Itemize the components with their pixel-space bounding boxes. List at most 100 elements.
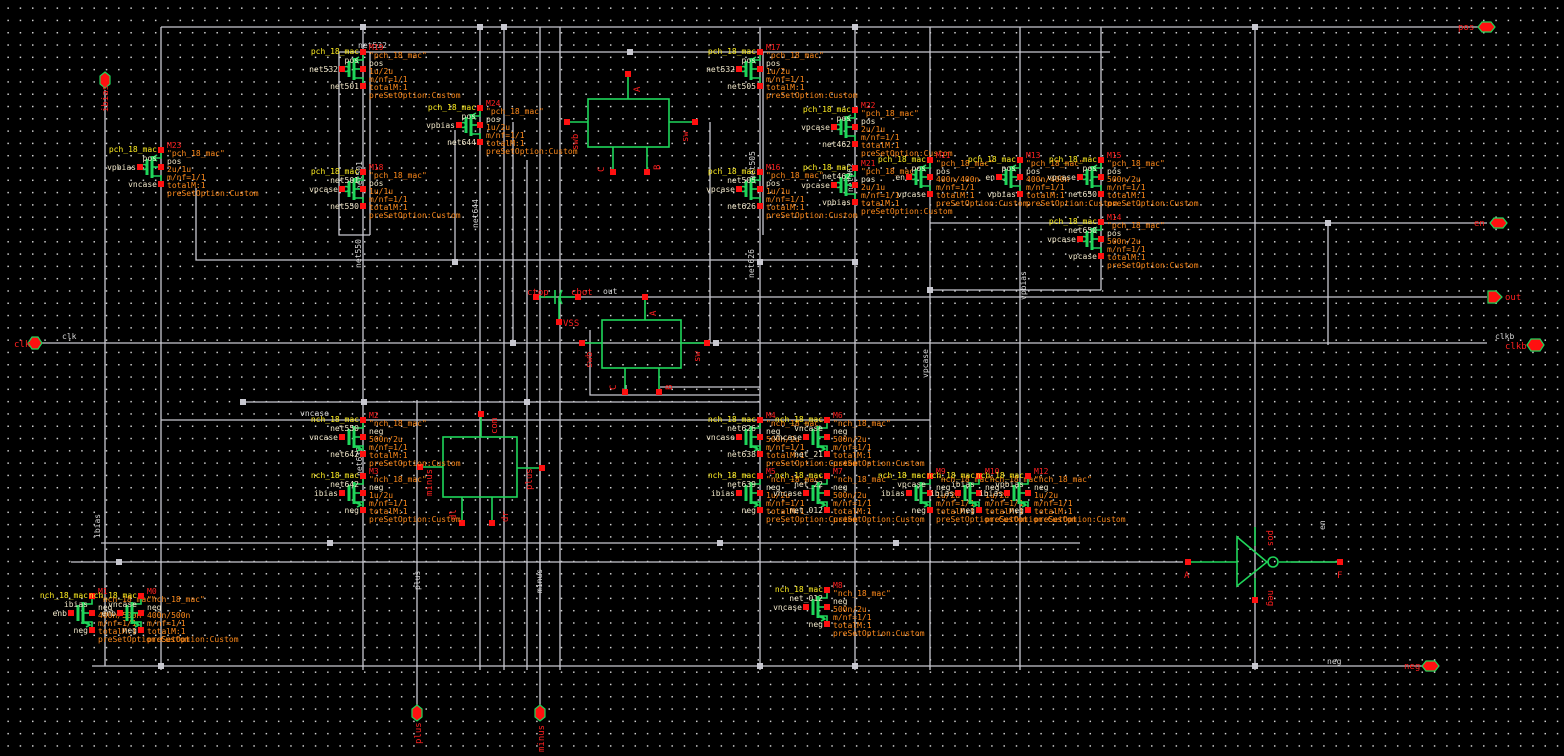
transistor-m2[interactable]: nch_18_macnet550vncasenet642M2"nch_18_ma… <box>309 411 461 468</box>
net-label-net626: net626 <box>747 249 756 278</box>
preset-option: preSetOption:Custom <box>369 459 461 468</box>
terminal-gate: en <box>985 173 995 182</box>
transistor-m17[interactable]: pch_18_macposnet532net505M17"pch_18_mac"… <box>706 43 858 100</box>
cell-name: pch_18_mac <box>1049 217 1097 226</box>
terminal-drain: neg <box>74 626 89 635</box>
transistor-m0[interactable]: nch_18_macvncaseenbnegM0"nch_18_mac"neg4… <box>89 587 239 644</box>
preset-option: preSetOption:Custom <box>861 149 953 158</box>
transistor-m16[interactable]: pch_18_macnet505vpcasenet626M16"pch_18_m… <box>706 163 858 220</box>
transistor-m12[interactable]: nch_18_macvpbiasibiasnegM12"nch_18_mac"n… <box>976 467 1126 524</box>
net-label-net644: net644 <box>471 199 480 228</box>
transistor-m5[interactable]: nch_18_macnet639ibiasnegM5"nch_18_mac"ne… <box>708 467 858 524</box>
transistor-m15[interactable]: pch_18_macposvpcasenet650M15"pch_18_mac"… <box>1047 151 1199 208</box>
terminal-drain: net505 <box>727 82 756 91</box>
width-length: 1u/2u <box>985 491 1009 500</box>
instance-name: M17 <box>766 43 781 52</box>
transistor-m13[interactable]: pch_18_macposenvpbiasM13"pch_18_mac"pos4… <box>968 151 1118 208</box>
model-name: "pch_18_mac" <box>369 171 427 180</box>
model-name: "nch_18_mac" <box>147 595 205 604</box>
model-name: "nch_18_mac" <box>936 475 994 484</box>
terminal-source: pos <box>143 154 158 163</box>
transistor-m18[interactable]: pch_18_macnet501vpcasenet550M18"pch_18_m… <box>309 163 461 220</box>
multiplier: m/nf=1/1 <box>1034 499 1073 508</box>
transistor-m6[interactable]: nch_18_macvncasevncasenet_21M6"nch_18_ma… <box>773 411 925 468</box>
switch-top[interactable]: A swb sw C B <box>564 71 698 175</box>
instance-name: M23 <box>167 141 182 150</box>
width-length: 1u/2u <box>936 491 960 500</box>
port-clkb[interactable]: clkb <box>1505 338 1545 352</box>
width-length: 1u/2u <box>1034 491 1058 500</box>
port-ibias-label: ibias <box>101 85 111 112</box>
capacitor[interactable]: ctop cbot VSS <box>527 288 593 329</box>
cell-name: nch_18_mac <box>708 471 756 480</box>
transistor-m8[interactable]: nch_18_macnet_012vncasenegM8"nch_18_mac"… <box>773 581 925 638</box>
cell-name: nch_18_mac <box>878 471 926 480</box>
total-m: totalM:1 <box>766 507 805 516</box>
instance-name: M19 <box>369 43 384 52</box>
transistor-m9[interactable]: nch_18_macvpcaseibiasnegM9"nch_18_mac"ne… <box>878 467 1028 524</box>
transistor-m3[interactable]: nch_18_macnet642ibiasnegM3"nch_18_mac"ne… <box>311 467 461 524</box>
terminal-drain: neg <box>123 626 138 635</box>
port-neg[interactable]: neg <box>1404 660 1440 672</box>
terminal-source: ibias <box>951 480 975 489</box>
port-out[interactable]: out <box>1487 290 1521 304</box>
instance-name: M14 <box>1107 213 1122 222</box>
terminal-bulk: pos <box>936 167 951 176</box>
preset-option: preSetOption:Custom <box>833 459 925 468</box>
port-minus[interactable]: minus <box>534 704 547 752</box>
comparator-block[interactable]: com minus plus dl dr <box>417 411 545 526</box>
pin-label-A: A <box>649 310 659 316</box>
terminal-source: net_22 <box>794 480 823 489</box>
terminal-source: net505 <box>727 176 756 185</box>
transistor-m14[interactable]: pch_18_macnet650vpcasevpcaseM14"pch_18_m… <box>1047 213 1199 270</box>
cell-name: pch_18_mac <box>803 105 851 114</box>
cell-name: nch_18_mac <box>775 415 823 424</box>
terminal-drain: neg <box>961 506 976 515</box>
switch-mid[interactable]: A swb sw C B <box>579 294 710 395</box>
terminal-bulk: pos <box>766 179 781 188</box>
inverter[interactable]: A F pos neg <box>1184 527 1343 606</box>
width-length: 500n/2u <box>766 435 800 444</box>
terminal-gate: vncase <box>773 603 802 612</box>
terminal-gate: ibias <box>979 489 1003 498</box>
transistor-m11[interactable]: pch_18_macposenvpcaseM11"pch_18_mac"pos4… <box>878 151 1028 208</box>
port-plus[interactable]: plus <box>411 704 424 744</box>
width-length: 500n/2u <box>369 435 403 444</box>
transistor-m4[interactable]: nch_18_macnet626vncasenet638M4"nch_18_ma… <box>706 411 858 468</box>
cell-name: pch_18_mac <box>1049 155 1097 164</box>
terminal-bulk: pos <box>486 115 501 124</box>
preset-option: preSetOption:Custom <box>1026 199 1118 208</box>
transistor-m19[interactable]: pch_18_macposnet532net501M19"pch_18_mac"… <box>309 43 461 100</box>
terminal-source: net642 <box>330 480 359 489</box>
terminal-gate: ibias <box>930 489 954 498</box>
terminal-drain: net650 <box>1068 190 1097 199</box>
preset-option: preSetOption:Custom <box>98 635 190 644</box>
transistor-m22[interactable]: pch_18_macposvpcasenet462M22"pch_18_mac"… <box>801 101 953 158</box>
cell-name: nch_18_mac <box>311 415 359 424</box>
port-ibias[interactable]: ibias <box>99 71 111 112</box>
net-label-net505: net505 <box>748 151 757 180</box>
terminal-bulk: neg <box>147 603 162 612</box>
terminal-gate: ibias <box>881 489 905 498</box>
terminal-source: vpcase <box>897 480 926 489</box>
transistor-m10[interactable]: nch_18_macibiasibiasnegM10"nch_18_mac"ne… <box>927 467 1077 524</box>
instance-name: M4 <box>766 411 776 420</box>
transistor-m24[interactable]: pch_18_macposvpbiasnet644M24"pch_18_mac"… <box>426 99 578 156</box>
pin-label-B: B <box>665 385 675 390</box>
preset-option: preSetOption:Custom <box>766 91 858 100</box>
port-clk[interactable]: clk <box>14 336 43 350</box>
net-label-net462: net462 <box>846 163 855 192</box>
preset-option: preSetOption:Custom <box>936 199 1028 208</box>
transistor-m23[interactable]: pch_18_macposvpbiasvncaseM23"pch_18_mac"… <box>107 141 259 198</box>
pin-label-C: C <box>597 167 607 172</box>
transistor-m7[interactable]: nch_18_macnet_22vncasenet_012M7"nch_18_m… <box>773 467 925 524</box>
terminal-drain: vpcase <box>897 190 926 199</box>
port-pos[interactable]: pos <box>1458 21 1496 33</box>
preset-option: preSetOption:Custom <box>167 189 259 198</box>
instance-name: M5 <box>766 467 776 476</box>
width-length: 500n/2u <box>1107 175 1141 184</box>
port-en[interactable]: en <box>1474 217 1508 229</box>
transistor-m21[interactable]: pch_18_macnet462vpcasevpbiasM21"pch_18_m… <box>801 159 953 216</box>
